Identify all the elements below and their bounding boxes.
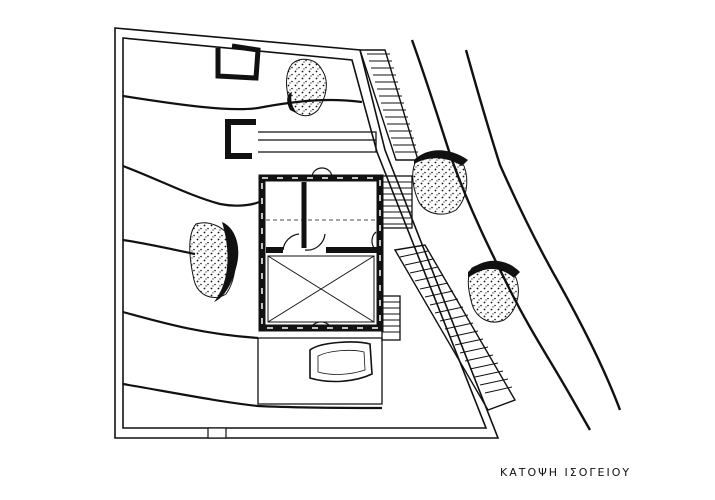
tree-right-lower (467, 260, 520, 323)
tree-right-upper (412, 150, 468, 215)
road-edges (410, 39, 622, 431)
terrain-contours (122, 94, 383, 410)
drawing-caption: ΚΑΤΟΨΗ ΙΣΟΓΕΙΟΥ (500, 466, 632, 479)
terrace (257, 131, 383, 405)
tree-left (189, 222, 239, 302)
lower-stair (393, 244, 517, 411)
gate (207, 427, 227, 439)
house (258, 167, 384, 332)
tree-top (286, 58, 327, 117)
upper-stair (359, 49, 419, 161)
cistern (309, 341, 373, 383)
site-boundary (114, 27, 500, 439)
small-ruin-top (215, 43, 261, 81)
small-ruin-mid (225, 119, 256, 159)
